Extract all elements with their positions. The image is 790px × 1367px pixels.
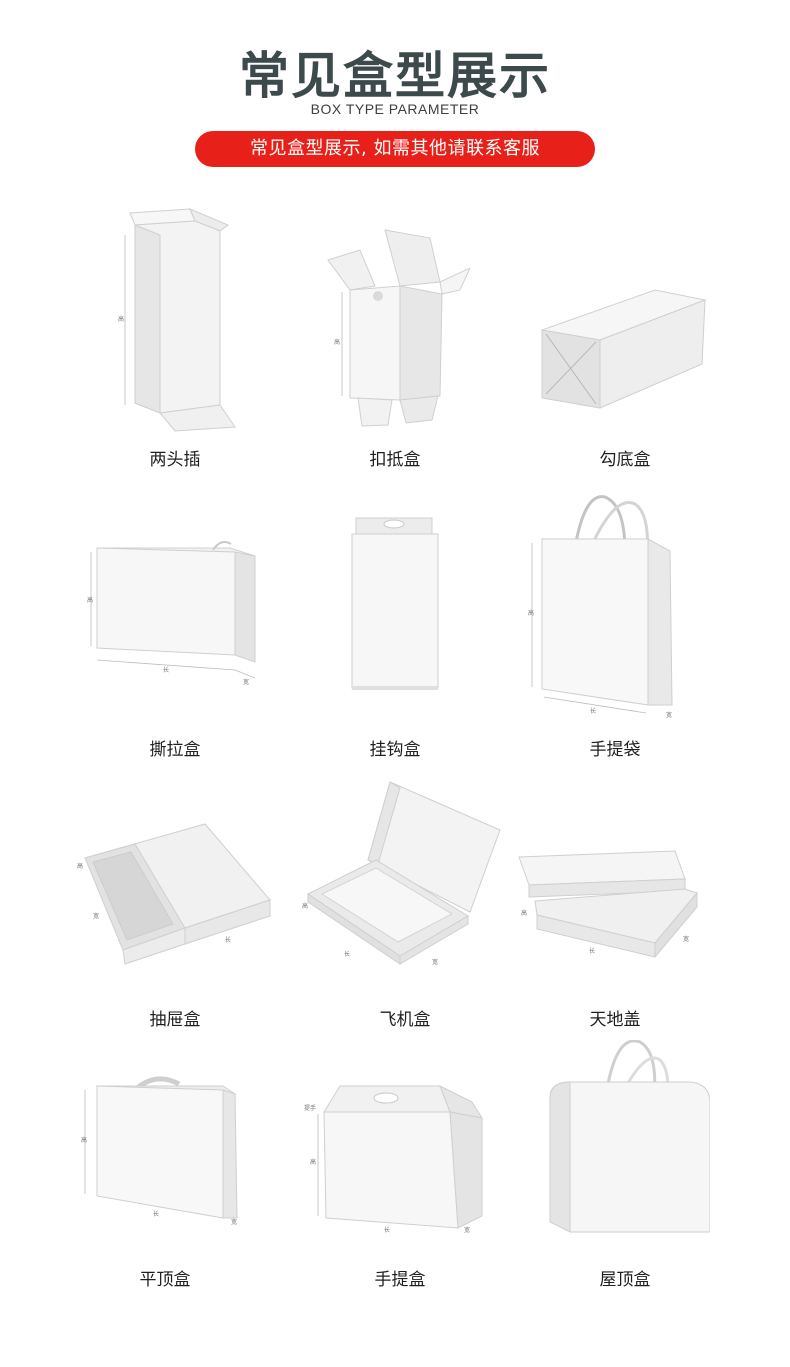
box-card-tuck-end: 高 两头插 <box>100 195 250 475</box>
tear-strip-box-icon: 高 长 宽 <box>87 541 256 686</box>
box-card-paper-bag: 高 长 宽 手提袋 <box>520 495 710 765</box>
box-label: 挂钩盒 <box>369 740 421 760</box>
dim-length-label: 长 <box>589 947 595 955</box>
box-card-tear-strip: 高 长 宽 撕拉盒 <box>85 530 265 765</box>
tuck-end-box-icon: 高 <box>118 208 236 432</box>
box-card-flat-top: 高 长 宽 平顶盒 <box>75 1070 255 1295</box>
dim-height-label: 高 <box>81 1136 87 1144</box>
dim-width-label: 宽 <box>666 711 672 719</box>
dim-height-label: 高 <box>77 862 83 870</box>
dim-handle-label: 提手 <box>304 1104 316 1112</box>
hanging-hook-box-icon <box>351 517 439 690</box>
dim-width-label: 宽 <box>231 1218 237 1226</box>
contact-banner: 常见盒型展示, 如需其他请联系客服 <box>195 131 595 167</box>
box-card-lock-bottom: 高 扣抵盒 <box>320 220 470 475</box>
arched-top-bag-icon <box>549 1040 710 1233</box>
dim-height-label: 高 <box>521 909 527 917</box>
box-label: 抽屉盒 <box>149 1010 201 1030</box>
lid-and-base-box-icon: 高 长 宽 <box>518 850 698 959</box>
drawer-box-icon: 高 宽 长 <box>77 823 271 965</box>
dim-width-label: 宽 <box>464 1226 470 1234</box>
dim-length-label: 长 <box>384 1226 390 1234</box>
box-card-drawer: 高 宽 长 抽屉盒 <box>75 820 275 1035</box>
box-card-hanging-hook: 挂钩盒 <box>330 510 460 765</box>
box-label: 飞机盒 <box>379 1010 431 1030</box>
carry-handle-box-icon: 提手 高 长 宽 <box>304 1084 484 1234</box>
dim-height-label: 高 <box>302 902 308 910</box>
box-label: 手提盒 <box>374 1270 426 1290</box>
dim-length-label: 长 <box>153 1210 159 1218</box>
dim-height-label: 高 <box>310 1158 316 1166</box>
box-label: 平顶盒 <box>139 1270 191 1290</box>
page-header: 常见盒型展示 BOX TYPE PARAMETER 常见盒型展示, 如需其他请联… <box>0 0 790 180</box>
box-card-carry-handle: 提手 高 长 宽 手提盒 <box>300 1078 500 1295</box>
dim-width-label: 宽 <box>432 958 438 966</box>
box-label: 屋顶盒 <box>599 1270 651 1290</box>
dim-length-label: 长 <box>225 936 231 944</box>
paper-bag-icon: 高 长 宽 <box>528 495 673 719</box>
dim-height-label: 高 <box>528 609 534 617</box>
dim-height-label: 高 <box>334 338 340 346</box>
dim-length-label: 长 <box>163 666 169 674</box>
dim-width-label: 宽 <box>93 912 99 920</box>
mailer-box-icon: 高 长 宽 <box>302 781 501 966</box>
hook-bottom-box-icon <box>540 289 707 409</box>
dim-length-label: 长 <box>590 707 596 715</box>
box-label: 撕拉盒 <box>149 740 201 760</box>
dim-width-label: 宽 <box>683 935 689 943</box>
box-card-arched-top: 屋顶盒 <box>540 1040 710 1295</box>
page-title: 常见盒型展示 <box>239 47 551 105</box>
box-label: 扣抵盒 <box>369 450 421 470</box>
box-card-mailer: 高 长 宽 飞机盒 <box>300 780 510 1035</box>
page-subtitle: BOX TYPE PARAMETER <box>310 101 480 117</box>
flat-top-handle-box-icon: 高 长 宽 <box>81 1076 238 1226</box>
dim-height-label: 高 <box>87 596 93 604</box>
box-card-lid-and-base: 高 长 宽 天地盖 <box>515 845 715 1035</box>
lock-bottom-box-icon: 高 <box>327 229 470 427</box>
box-label: 两头插 <box>149 450 201 470</box>
dim-length-label: 长 <box>344 950 350 958</box>
box-label: 勾底盒 <box>599 450 651 470</box>
dim-height-label: 高 <box>118 315 124 323</box>
box-card-hook-bottom: 勾底盒 <box>540 280 710 475</box>
box-label: 手提袋 <box>589 740 641 760</box>
box-label: 天地盖 <box>589 1010 641 1030</box>
dim-width-label: 宽 <box>243 678 249 686</box>
